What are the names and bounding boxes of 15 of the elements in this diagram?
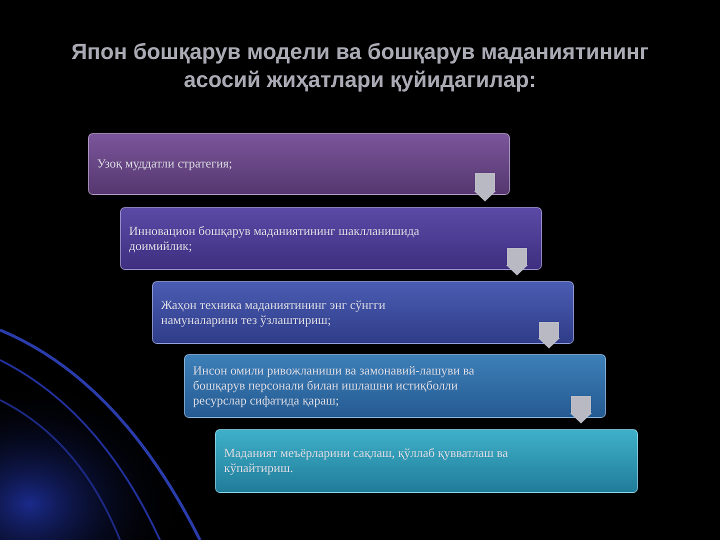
step-text: Инсон омили ривожланиши ва замонавий-лашуви ва бошқарув персонали билан ишлашни истиқболли ресурслар сифатида қараш;	[193, 364, 476, 408]
step-text: Маданият меъёрларини сақлаш, қўллаб қувватлаш ва кўпайтириш.	[224, 446, 510, 476]
step-text: Узоқ муддатли стратегия;	[97, 156, 234, 172]
block-arrow	[538, 322, 560, 349]
block-arrow	[474, 173, 496, 202]
block-arrow	[570, 396, 592, 424]
step-text: Инновацион бошқарув маданиятининг шаклланишида доимийлик;	[129, 224, 420, 254]
step-box	[215, 429, 638, 493]
step-box	[120, 207, 542, 270]
step-text: Жаҳон техника маданиятининг энг сўнгги намуналарини тез ўзлаштириш;	[161, 298, 386, 328]
slide-title: Япон бошқарув модели ва бошқарув маданиятининг асосий жиҳатлари қуйидагилар:	[70, 38, 650, 94]
step-box	[152, 281, 574, 344]
block-arrow	[506, 248, 528, 276]
step-box	[88, 133, 510, 195]
step-box	[184, 354, 606, 418]
